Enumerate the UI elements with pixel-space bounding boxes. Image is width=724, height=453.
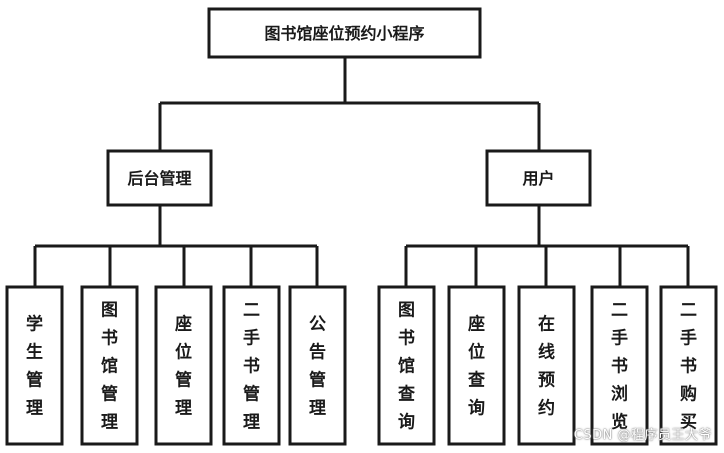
leaf-label: 在线预约 xyxy=(538,314,555,419)
root-node: 图书馆座位预约小程序 xyxy=(207,7,482,59)
branch-node-2: 用户 xyxy=(485,149,592,207)
connector-lines xyxy=(33,57,690,287)
leaf-label: 二手书管理 xyxy=(243,301,260,433)
leaf-label: 二手书浏览 xyxy=(611,301,628,433)
leaf-label: 二手书购买 xyxy=(680,301,697,433)
leaf-label: 图书馆查询 xyxy=(397,301,416,433)
leaf-label: 学生管理 xyxy=(26,314,43,419)
leaf-node-used-book-management: 二手书管理 xyxy=(222,285,281,446)
leaf-node-used-book-browse: 二手书浏览 xyxy=(590,285,649,446)
leaf-node-student-management: 学生管理 xyxy=(5,285,64,446)
watermark-text: CSDN @程序员王大爷 xyxy=(573,428,712,443)
leaf-node-online-reservation: 在线预约 xyxy=(517,285,576,446)
leaf-node-seat-query: 座位查询 xyxy=(447,285,506,446)
branch-node-1-label: 后台管理 xyxy=(127,169,191,188)
leaf-node-used-book-purchase: 二手书购买 xyxy=(659,285,718,446)
leaf-label: 座位查询 xyxy=(467,314,486,419)
leaf-node-library-management: 图书馆管理 xyxy=(80,285,139,446)
branch-node-2-label: 用户 xyxy=(522,169,554,188)
leaf-label: 座位管理 xyxy=(175,314,192,419)
leaf-label: 公告管理 xyxy=(309,315,326,419)
branch-node-1: 后台管理 xyxy=(106,149,213,207)
leaf-node-seat-management: 座位管理 xyxy=(154,285,213,446)
root-node-label: 图书馆座位预约小程序 xyxy=(264,24,424,43)
leaf-label: 图书馆管理 xyxy=(101,301,118,433)
leaf-node-library-query: 图书馆查询 xyxy=(377,285,436,446)
leaf-node-announcement-management: 公告管理 xyxy=(288,285,347,446)
